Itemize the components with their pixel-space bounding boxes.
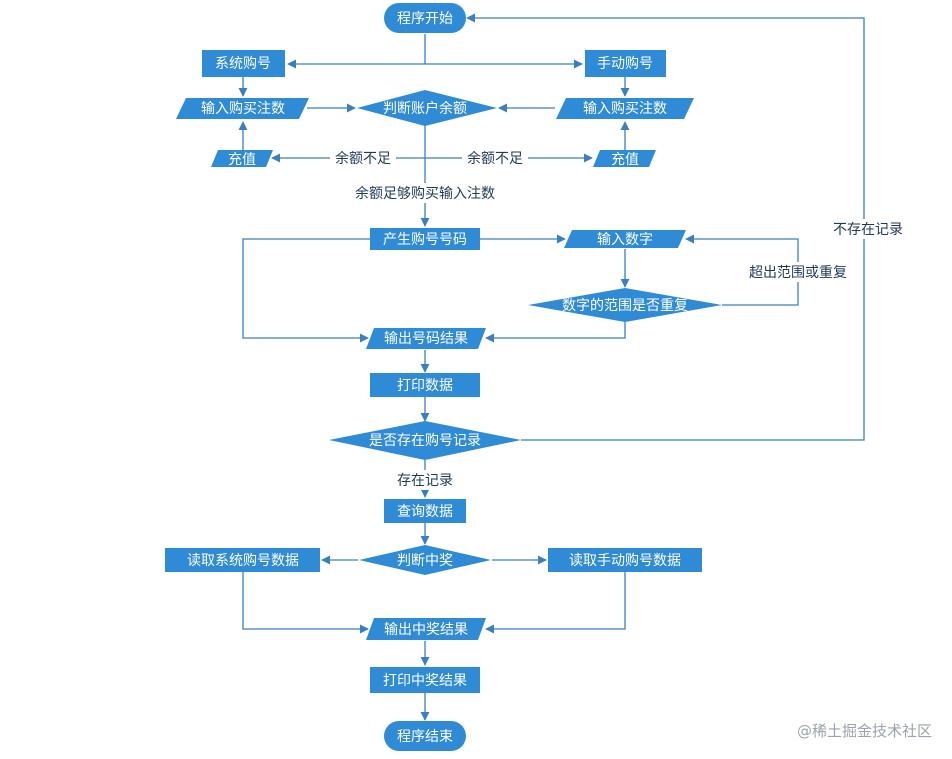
node-input-numbers[interactable]: 输入数字 xyxy=(564,230,686,248)
node-input-bets-left[interactable]: 输入购买注数 xyxy=(176,98,309,119)
node-system-buy[interactable]: 系统购号 xyxy=(202,50,285,77)
node-check-balance[interactable]: 判断账户余额 xyxy=(357,90,497,126)
edge-read-manual-to-output-win xyxy=(485,572,626,634)
node-start[interactable]: 程序开始 xyxy=(384,3,466,33)
node-print-data-label: 打印数据 xyxy=(397,377,453,394)
node-end-label: 程序结束 xyxy=(397,729,453,745)
nodes: 程序开始 系统购号 手动购号 输入购买注数 判断账户余额 输入购买注数 xyxy=(165,3,722,751)
edge-range-to-output xyxy=(485,322,626,343)
node-output-win[interactable]: 输出中奖结果 xyxy=(366,618,486,640)
node-check-win[interactable]: 判断中奖 xyxy=(359,545,491,575)
node-manual-buy-label: 手动购号 xyxy=(597,56,653,72)
label-out-of-range: 超出范围或重复 xyxy=(749,264,847,281)
node-has-record[interactable]: 是否存在购号记录 xyxy=(329,421,521,460)
label-insufficient-left: 余额不足 xyxy=(335,150,391,167)
node-output-numbers[interactable]: 输出号码结果 xyxy=(366,328,486,349)
node-query-data-label: 查询数据 xyxy=(397,504,453,520)
label-insufficient-right: 余额不足 xyxy=(467,150,523,167)
node-input-bets-left-label: 输入购买注数 xyxy=(201,101,285,117)
node-print-win[interactable]: 打印中奖结果 xyxy=(370,667,480,693)
node-query-data[interactable]: 查询数据 xyxy=(384,499,466,523)
label-sufficient: 余额足够购买输入注数 xyxy=(355,185,495,202)
node-read-system[interactable]: 读取系统购号数据 xyxy=(165,548,320,572)
node-system-buy-label: 系统购号 xyxy=(215,56,271,72)
node-check-range-repeat[interactable]: 数字的范围是否重复 xyxy=(528,288,722,322)
watermark-text: @稀土掘金技术社区 xyxy=(797,722,932,740)
node-start-label: 程序开始 xyxy=(397,11,453,27)
node-has-record-label: 是否存在购号记录 xyxy=(369,433,481,449)
edge-generate-to-output xyxy=(242,238,370,343)
node-print-data[interactable]: 打印数据 xyxy=(370,373,480,397)
node-output-win-label: 输出中奖结果 xyxy=(384,621,468,638)
node-read-manual-label: 读取手动购号数据 xyxy=(569,552,681,569)
node-read-system-label: 读取系统购号数据 xyxy=(187,552,299,569)
node-recharge-left-label: 充值 xyxy=(228,152,256,168)
edge-no-record-loop xyxy=(466,13,865,441)
node-generate-numbers[interactable]: 产生购号号码 xyxy=(370,228,480,250)
node-check-range-repeat-label: 数字的范围是否重复 xyxy=(562,297,688,314)
node-recharge-left[interactable]: 充值 xyxy=(211,150,273,168)
node-read-manual[interactable]: 读取手动购号数据 xyxy=(548,548,702,572)
node-input-numbers-label: 输入数字 xyxy=(597,232,653,248)
label-has-record: 存在记录 xyxy=(397,473,453,489)
node-generate-numbers-label: 产生购号号码 xyxy=(383,232,467,248)
node-input-bets-right-label: 输入购买注数 xyxy=(583,101,667,117)
node-input-bets-right[interactable]: 输入购买注数 xyxy=(556,98,694,119)
edge-labels: 余额不足 余额不足 余额足够购买输入注数 超出范围或重复 不存在记录 存在记录 xyxy=(330,148,905,490)
edge-read-system-to-output-win xyxy=(242,572,369,634)
node-manual-buy[interactable]: 手动购号 xyxy=(585,50,666,77)
node-output-numbers-label: 输出号码结果 xyxy=(384,331,468,347)
node-recharge-right-label: 充值 xyxy=(611,152,639,168)
node-end[interactable]: 程序结束 xyxy=(384,721,466,751)
node-print-win-label: 打印中奖结果 xyxy=(383,672,467,689)
node-check-balance-label: 判断账户余额 xyxy=(383,100,467,117)
edges xyxy=(238,13,865,721)
label-no-record: 不存在记录 xyxy=(833,222,903,238)
node-recharge-right[interactable]: 充值 xyxy=(593,150,656,168)
node-check-win-label: 判断中奖 xyxy=(397,552,453,569)
